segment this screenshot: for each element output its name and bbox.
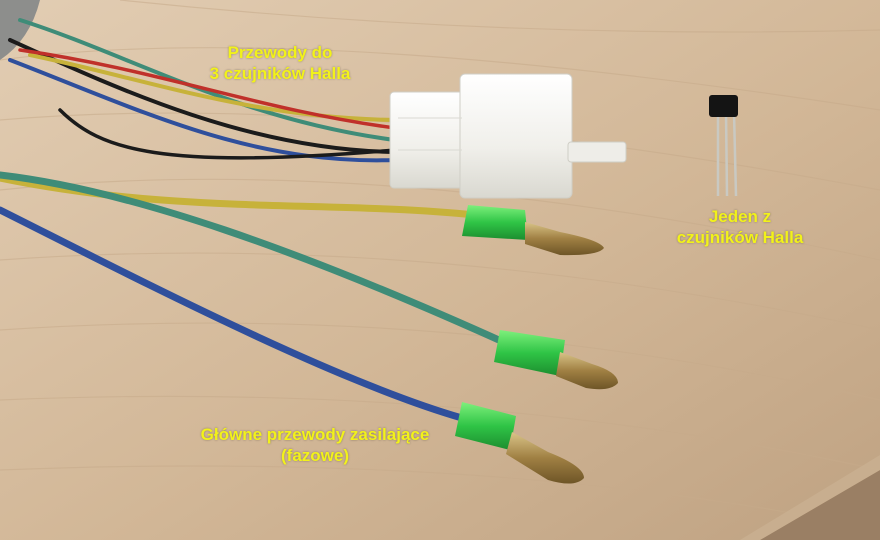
motor-housing (0, 0, 40, 60)
one-sensor-label-line2: czujników Halla (676, 228, 804, 247)
hall-sensor (709, 95, 738, 197)
bullet-connector-2 (494, 330, 618, 390)
hall-wire-bundle (8, 18, 397, 163)
phase-wires (0, 171, 514, 422)
phase-wires-label-line2: (fazowe) (281, 446, 349, 465)
hall-wires-label-line1: Przewody do (227, 43, 333, 62)
phase-wires-label: Główne przewody zasilające (fazowe) (150, 424, 480, 466)
bullet-connector-3 (455, 402, 584, 484)
hall-wires-label: Przewody do 3 czujników Halla (170, 42, 390, 84)
one-sensor-label: Jeden z czujników Halla (650, 206, 830, 248)
hall-wires-label-line2: 3 czujników Halla (209, 64, 351, 83)
phase-wires-label-line1: Główne przewody zasilające (200, 425, 430, 444)
one-sensor-label-line1: Jeden z (708, 207, 772, 226)
hall-connector (389, 73, 627, 199)
bullet-connector-1 (462, 205, 604, 256)
